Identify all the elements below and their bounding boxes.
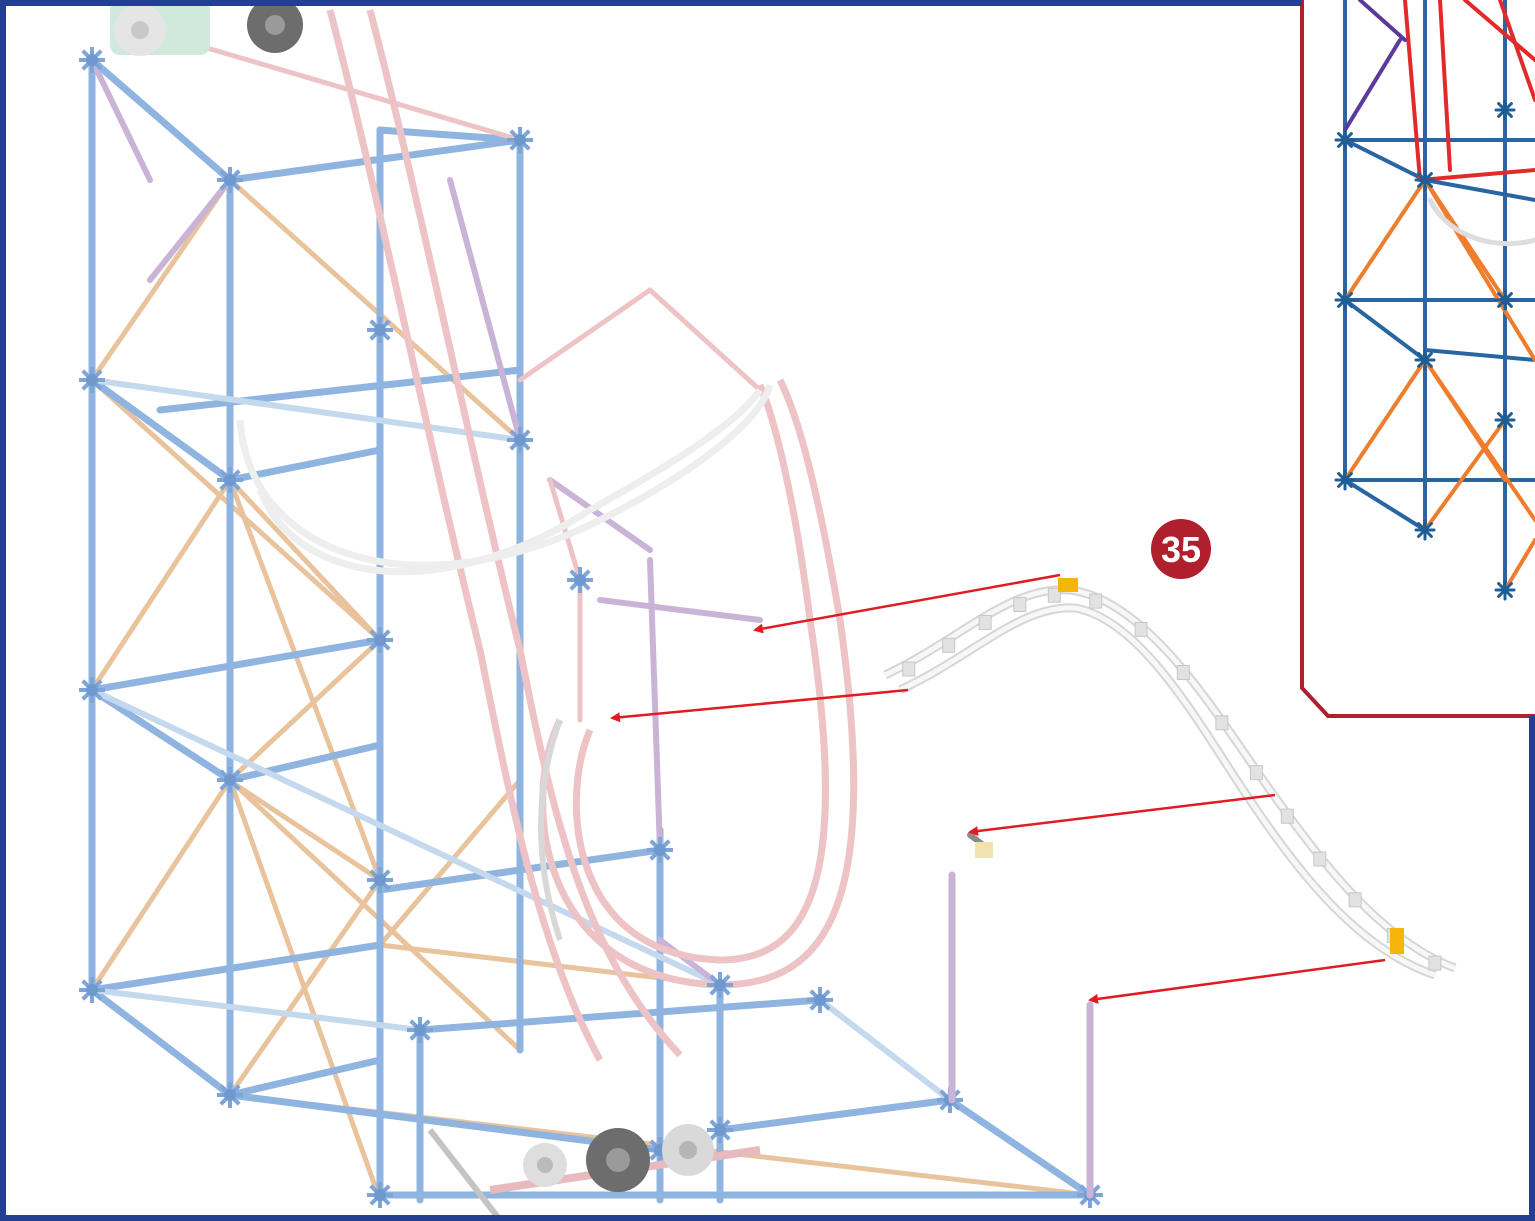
connector-icon	[1334, 469, 1356, 491]
connector-icon	[507, 427, 533, 453]
connector-icon	[1494, 579, 1516, 601]
connector-icon	[707, 1117, 733, 1143]
gear-icon	[586, 1128, 650, 1192]
connector-icon	[707, 972, 733, 998]
new-support-posts	[948, 832, 1094, 1199]
connector-icon	[79, 47, 105, 73]
connector-icon	[79, 977, 105, 1003]
arrow-icon	[1088, 958, 1386, 1004]
gear-icon	[247, 0, 303, 53]
frame-rods-blue	[88, 56, 1094, 1204]
connector-icon	[567, 567, 593, 593]
yellow-clip-bottom	[1390, 928, 1404, 954]
existing-frame	[88, 37, 1094, 1204]
step-badge: 35	[1151, 519, 1211, 579]
frame-connectors	[79, 47, 1103, 1208]
connector-icon	[1494, 409, 1516, 431]
connector-icon	[367, 1182, 393, 1208]
gear-icon	[114, 4, 166, 56]
reference-inset	[1300, 0, 1535, 718]
inset-border	[1300, 0, 1535, 718]
yellow-clip-top	[1058, 578, 1078, 592]
connector-icon	[1334, 129, 1356, 151]
connector-icon	[807, 987, 833, 1013]
arrow-icon	[610, 688, 909, 723]
connector-icon	[1334, 289, 1356, 311]
motor-assembly	[110, 0, 303, 56]
connector-icon	[79, 367, 105, 393]
connector-icon	[217, 1082, 243, 1108]
connector-icon	[79, 677, 105, 703]
connector-icon	[407, 1017, 433, 1043]
frame-rods-lightblue	[89, 377, 953, 1103]
instruction-arrows	[610, 573, 1386, 1004]
connector-icon	[367, 627, 393, 653]
connector-icon	[507, 127, 533, 153]
step-number: 35	[1161, 529, 1201, 570]
drive-axle	[427, 1124, 761, 1221]
inset-model	[1334, 0, 1535, 601]
connector-icon	[217, 167, 243, 193]
connector-icon	[1494, 99, 1516, 121]
connector-icon	[1494, 289, 1516, 311]
connector-icon	[647, 837, 673, 863]
connector-icon	[367, 867, 393, 893]
connector-icon	[1414, 169, 1436, 191]
arrow-icon	[753, 573, 1061, 634]
new-track-ties	[902, 587, 1442, 971]
connector-icon	[217, 767, 243, 793]
arrow-icon	[968, 793, 1276, 837]
existing-track	[236, 9, 858, 1062]
gear-icon	[523, 1143, 567, 1187]
connector-icon	[217, 467, 243, 493]
gear-icon	[662, 1124, 714, 1176]
connector-icon	[367, 317, 393, 343]
connector-icon	[1414, 519, 1436, 541]
connector-icon	[1414, 349, 1436, 371]
